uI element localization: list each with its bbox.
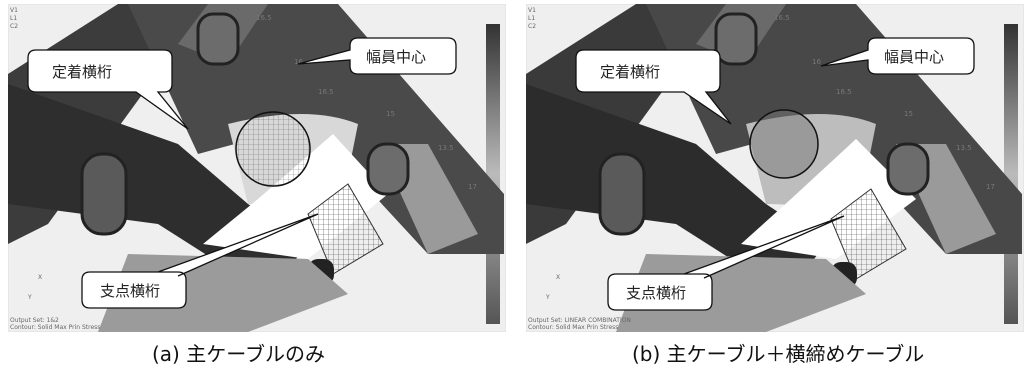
color-legend-bar (486, 24, 500, 324)
svg-text:V1: V1 (10, 7, 18, 14)
callout-anchor-girder: 定着横桁 (27, 49, 189, 130)
callout-label: 幅員中心 (366, 48, 426, 66)
contour-text: Contour: Solid Max Prin Stress (528, 324, 618, 331)
svg-text:X: X (38, 274, 42, 281)
callout-support-girder: 支点横桁 (81, 213, 319, 309)
svg-text:15: 15 (386, 110, 395, 118)
svg-text:Y: Y (545, 294, 550, 301)
output-set-text: Output Set: 1&2 (10, 317, 59, 324)
caption-a: (a) 主ケーブルのみ (152, 342, 326, 366)
svg-text:L1: L1 (528, 15, 535, 22)
callout-label: 支点横桁 (626, 284, 686, 302)
svg-text:X: X (556, 274, 560, 281)
svg-text:L1: L1 (10, 15, 17, 22)
callout-anchor-girder: 定着横桁 (575, 49, 732, 125)
svg-text:16: 16 (812, 58, 821, 66)
svg-text:C2: C2 (10, 23, 18, 30)
svg-text:17: 17 (986, 183, 995, 191)
callout-label: 定着横桁 (600, 63, 660, 81)
svg-text:15: 15 (904, 110, 913, 118)
svg-text:16.5: 16.5 (256, 14, 272, 22)
svg-text:17: 17 (468, 183, 477, 191)
svg-text:V1: V1 (528, 7, 536, 14)
output-set-text: Output Set: LINEAR COMBINATION (528, 317, 631, 324)
stress-contour-image-b: 16.5 16 16.5 15 13.5 17 V1 L1 C2 X Y Out… (526, 4, 1024, 332)
callout-label: 幅員中心 (884, 48, 944, 66)
svg-text:16.5: 16.5 (836, 88, 852, 96)
svg-text:Y: Y (27, 294, 32, 301)
figure-panel-b: 16.5 16 16.5 15 13.5 17 V1 L1 C2 X Y Out… (526, 4, 1024, 332)
callout-width-center: 幅員中心 (297, 37, 457, 75)
contour-text: Contour: Solid Max Prin Stress (10, 324, 100, 331)
svg-text:16.5: 16.5 (318, 88, 334, 96)
svg-text:13.5: 13.5 (438, 144, 454, 152)
svg-text:13.5: 13.5 (956, 144, 972, 152)
caption-b: (b) 主ケーブル＋横締めケーブル (632, 342, 925, 366)
callout-label: 支点横桁 (100, 282, 160, 300)
stress-contour-image-a: 16.5 16 16.5 15 13.5 17 V1 L1 C2 X Y Out… (8, 4, 506, 332)
svg-text:C2: C2 (528, 23, 536, 30)
color-legend-bar (1004, 24, 1018, 324)
svg-text:16.5: 16.5 (774, 14, 790, 22)
callout-label: 定着横桁 (52, 63, 112, 81)
callout-support-girder: 支点横桁 (607, 215, 845, 311)
svg-text:16: 16 (294, 58, 303, 66)
figure-panel-a: 16.5 16 16.5 15 13.5 17 V1 L1 C2 X Y Out… (8, 4, 506, 332)
callout-width-center: 幅員中心 (820, 37, 975, 75)
